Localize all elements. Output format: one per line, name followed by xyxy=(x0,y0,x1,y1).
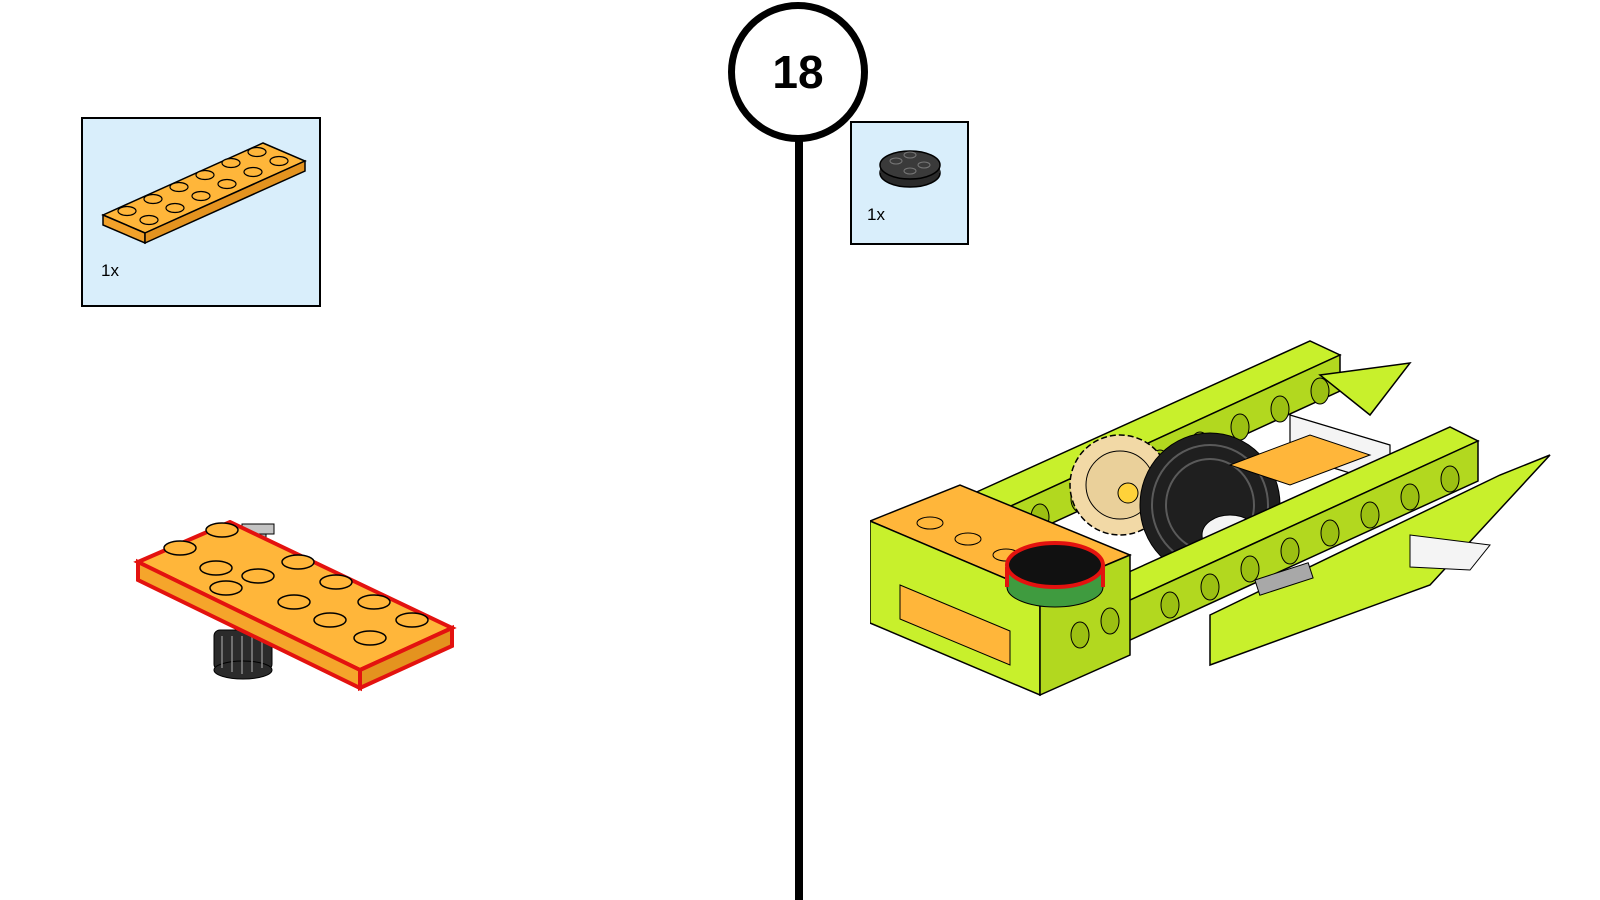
orange-plate-2x6-icon xyxy=(101,142,307,245)
step-number: 18 xyxy=(772,46,824,98)
step-divider-line xyxy=(795,138,803,900)
lime-fin-front xyxy=(1209,454,1551,667)
part-quantity: 1x xyxy=(101,261,119,280)
main-model-illustration xyxy=(870,340,1551,697)
lime-fin-back xyxy=(1318,362,1412,417)
orange-plate-highlighted xyxy=(133,520,457,692)
parts-callout-left: 1x xyxy=(81,117,321,307)
axle-stub-icon xyxy=(1254,562,1314,596)
sub-assembly-illustration xyxy=(133,520,457,692)
step-number-badge: 18 xyxy=(728,2,868,142)
white-foot xyxy=(1409,534,1491,571)
part-quantity: 1x xyxy=(867,205,885,224)
parts-callout-right: 1x xyxy=(850,121,969,245)
black-round-plate-highlighted xyxy=(1005,541,1105,608)
orange-plate-inner xyxy=(1228,434,1372,486)
black-round-plate-icon xyxy=(879,150,941,188)
